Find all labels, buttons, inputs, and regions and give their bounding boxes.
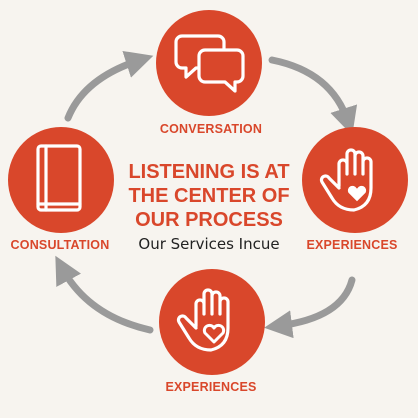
book-icon <box>36 144 82 212</box>
node-label-consultation: CONSULTATION <box>10 238 110 252</box>
center-title-line: OUR PROCESS <box>135 209 283 231</box>
center-subtitle: Our Services Incue <box>138 235 280 253</box>
node-label-experiences-bottom: EXPERIENCES <box>165 380 257 394</box>
arrow-right-to-bottom <box>264 276 356 339</box>
center-title-line: LISTENING IS AT <box>128 161 290 183</box>
arrow-bottom-to-left <box>55 255 154 334</box>
arrow-top-to-right <box>268 56 358 136</box>
speech-bubbles-icon <box>174 34 245 93</box>
node-label-experiences-right: EXPERIENCES <box>306 238 398 252</box>
node-label-conversation: CONVERSATION <box>159 122 263 136</box>
center-title: LISTENING IS AT THE CENTER OF OUR PROCES… <box>114 160 304 232</box>
node-circle-experiences-bottom <box>159 269 265 375</box>
arrow-left-to-top <box>64 50 154 122</box>
hand-heart-icon <box>176 288 230 352</box>
hand-heart-icon <box>319 148 373 212</box>
node-circle-experiences-right <box>302 127 408 233</box>
node-circle-consultation <box>8 127 114 233</box>
center-title-line: THE CENTER OF <box>128 185 290 207</box>
